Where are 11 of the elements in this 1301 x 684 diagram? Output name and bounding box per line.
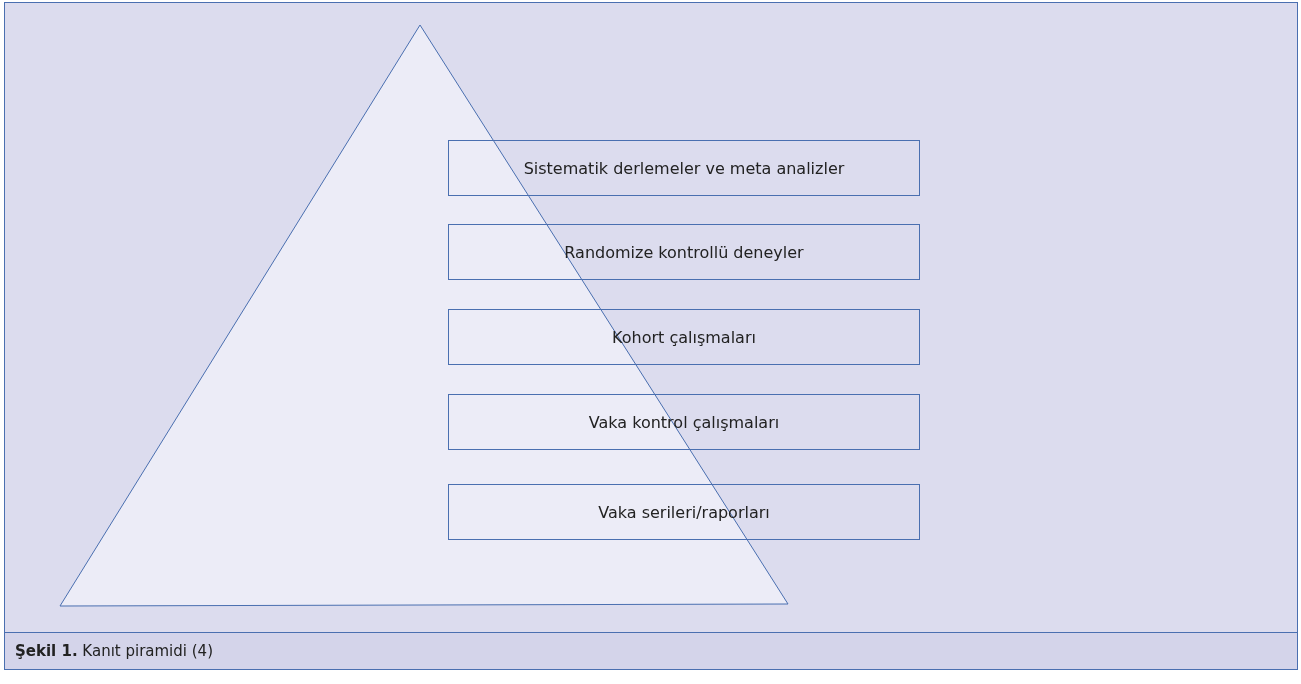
level-label: Randomize kontrollü deneyler — [564, 242, 804, 262]
level-box — [448, 224, 920, 280]
level-label: Sistematik derlemeler ve meta analizler — [523, 158, 845, 178]
level-label: Vaka serileri/raporları — [598, 502, 770, 522]
figure-caption: Şekil 1. Kanıt piramidi (4) — [4, 632, 1298, 670]
level-box — [448, 484, 920, 540]
level-box — [448, 394, 920, 450]
level-label: Vaka kontrol çalışmaları — [588, 412, 780, 432]
level-box — [448, 309, 920, 365]
level-label: Kohort çalışmaları — [612, 327, 756, 347]
level-box — [448, 140, 920, 196]
